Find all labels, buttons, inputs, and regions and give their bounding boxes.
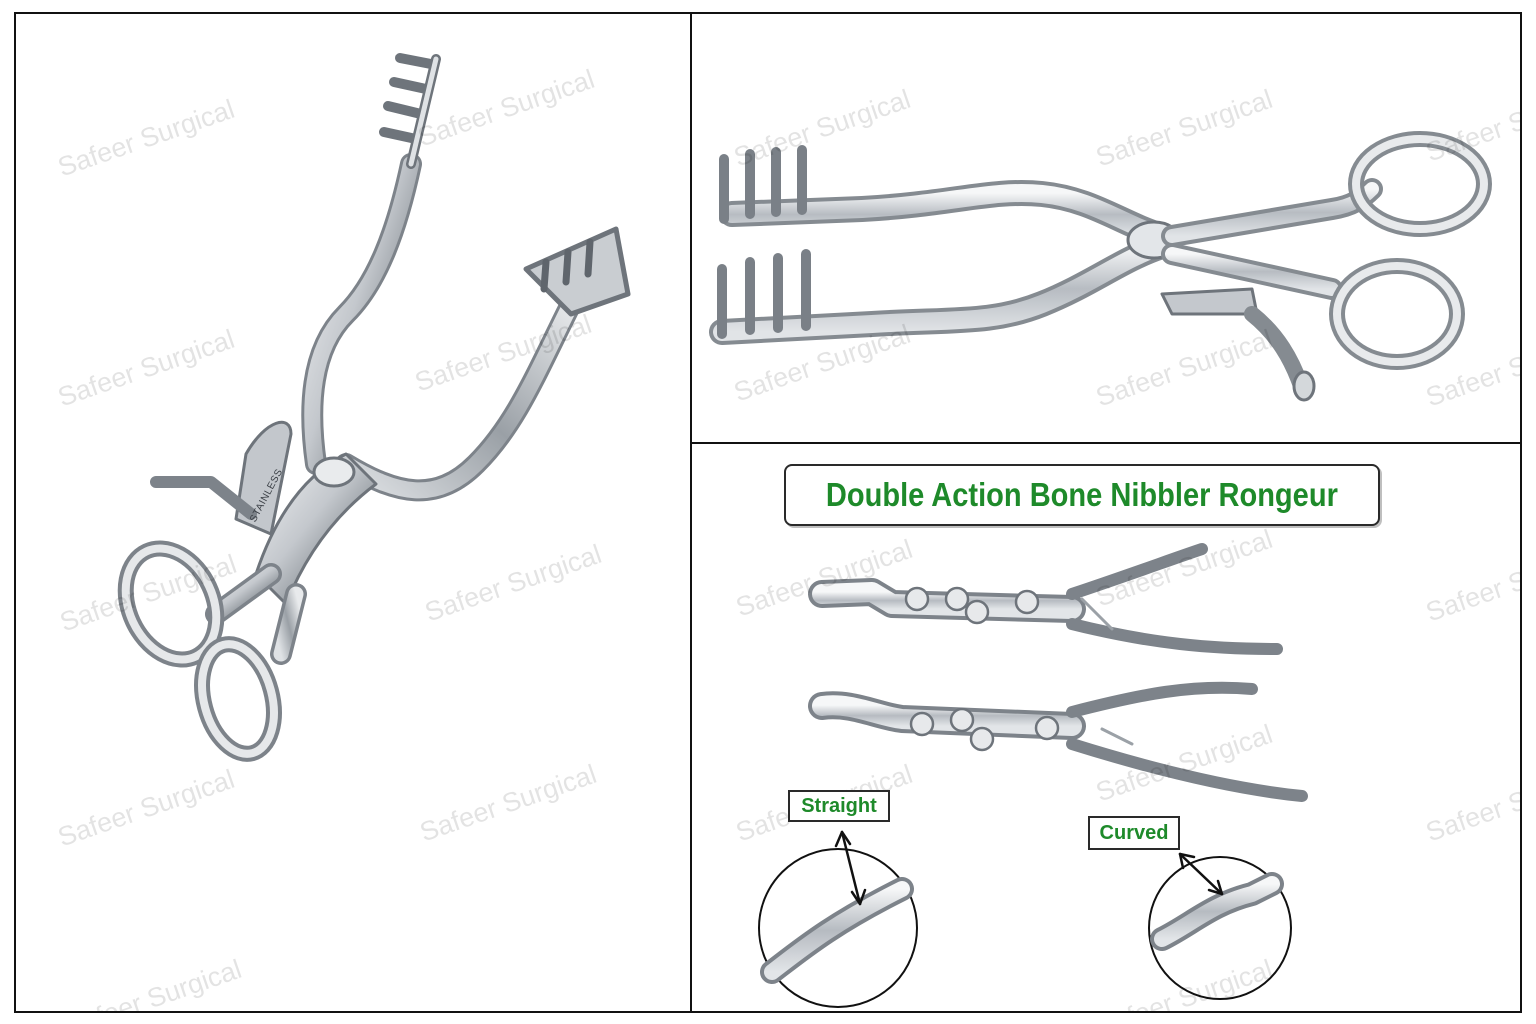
product-title: Double Action Bone Nibbler Rongeur: [826, 476, 1338, 513]
panel-retractor-vertical: STAINLESS Safeer Surgical Safeer Surgica…: [14, 12, 692, 1013]
product-title-box: Double Action Bone Nibbler Rongeur: [784, 464, 1380, 526]
panel-rongeur: Safeer Surgical Safeer Surgical Safeer S…: [690, 442, 1522, 1013]
rongeur-image: [758, 543, 1308, 1008]
panel-retractor-horizontal: Safeer Surgical Safeer Surgical Safeer S…: [690, 12, 1522, 444]
retractor-vertical-image: [117, 53, 631, 762]
retractor-horizontal-image: [709, 131, 1492, 402]
variant-label-straight: Straight: [788, 790, 890, 822]
variant-label-curved: Curved: [1088, 816, 1180, 850]
